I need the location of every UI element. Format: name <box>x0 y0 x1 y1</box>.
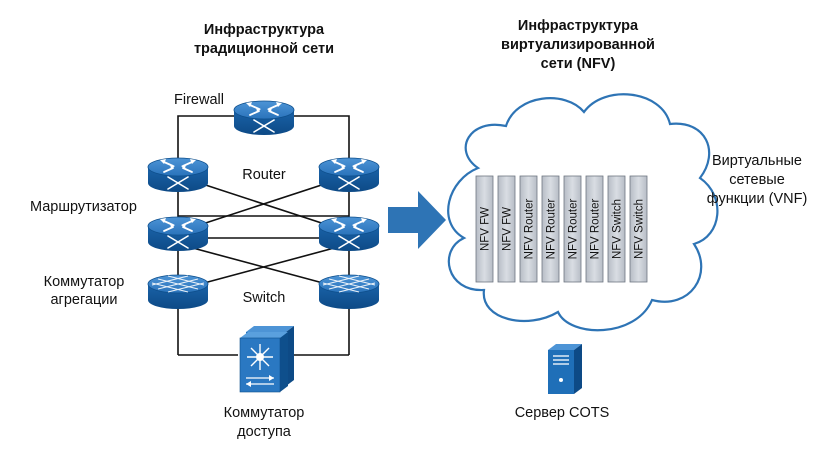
nfv-title-line2: виртуализированной <box>501 37 655 53</box>
router-ru-label: Маршрутизатор <box>30 199 137 215</box>
nfv-function-slot: NFV Switch <box>607 175 626 283</box>
traditional-title-line2: традиционной сети <box>194 41 334 57</box>
router-icon-mid-left <box>147 216 209 252</box>
traditional-title-line1: Инфраструктура <box>204 22 325 38</box>
vnf-label-line3: функции (VNF) <box>707 191 808 207</box>
aggregation-label-line1: Коммутатор <box>44 274 125 290</box>
nfv-function-label: NFV FW <box>502 207 514 251</box>
nfv-function-label: NFV Router <box>546 198 558 259</box>
nfv-function-label: NFV Router <box>568 198 580 259</box>
nfv-function-label: NFV Switch <box>634 199 646 259</box>
nfv-slot-box <box>497 175 516 283</box>
router-icon-top-right <box>318 157 380 193</box>
router-icon-mid-right <box>318 216 380 252</box>
nfv-title-line3: сети (NFV) <box>541 56 616 72</box>
nfv-slot-box <box>519 175 538 283</box>
nfv-function-label: NFV Switch <box>612 199 624 259</box>
vnf-label-line1: Виртуальные <box>712 153 802 169</box>
switch-icon-left <box>147 274 209 310</box>
router-label: Router <box>242 167 286 183</box>
cloud-shape <box>447 93 719 332</box>
firewall-icon <box>233 100 295 136</box>
nfv-function-slot: NFV Router <box>519 175 538 283</box>
nfv-function-slot: NFV Switch <box>629 175 648 283</box>
nfv-function-label: NFV Router <box>524 198 536 259</box>
access-label-line1: Коммутатор <box>224 405 305 421</box>
access-switch-icon <box>239 326 294 393</box>
nfv-slot-box <box>607 175 626 283</box>
server-label: Сервер COTS <box>515 405 610 421</box>
nfv-function-slot: NFV Router <box>563 175 582 283</box>
nfv-function-label: NFV Router <box>590 198 602 259</box>
firewall-label: Firewall <box>174 92 224 108</box>
nfv-function-slot: NFV FW <box>497 175 516 283</box>
link-firewall-router-right <box>294 115 350 172</box>
nfv-title-line1: Инфраструктура <box>518 18 639 34</box>
nfv-function-label: NFV FW <box>480 207 492 251</box>
nfv-slot-box <box>475 175 494 283</box>
nfv-slot-box <box>585 175 604 283</box>
nfv-slot-box <box>563 175 582 283</box>
server-icon <box>548 344 582 394</box>
nfv-slot-box <box>541 175 560 283</box>
link-router-firewall-left <box>177 115 234 172</box>
nfv-function-slot: NFV FW <box>475 175 494 283</box>
switch-icon-right <box>318 274 380 310</box>
router-icon-top-left <box>147 157 209 193</box>
nfv-functions: NFV FW NFV FW NFV Router NFV Router NFV Rout… <box>475 175 648 283</box>
nfv-function-slot: NFV Router <box>585 175 604 283</box>
access-label-line2: доступа <box>237 424 292 440</box>
aggregation-label-line2: агрегации <box>50 292 117 308</box>
nfv-slot-box <box>629 175 648 283</box>
nfv-function-slot: NFV Router <box>541 175 560 283</box>
switch-label: Switch <box>243 290 286 306</box>
vnf-label-line2: сетевые <box>729 172 785 188</box>
transition-arrow-icon <box>388 191 446 249</box>
